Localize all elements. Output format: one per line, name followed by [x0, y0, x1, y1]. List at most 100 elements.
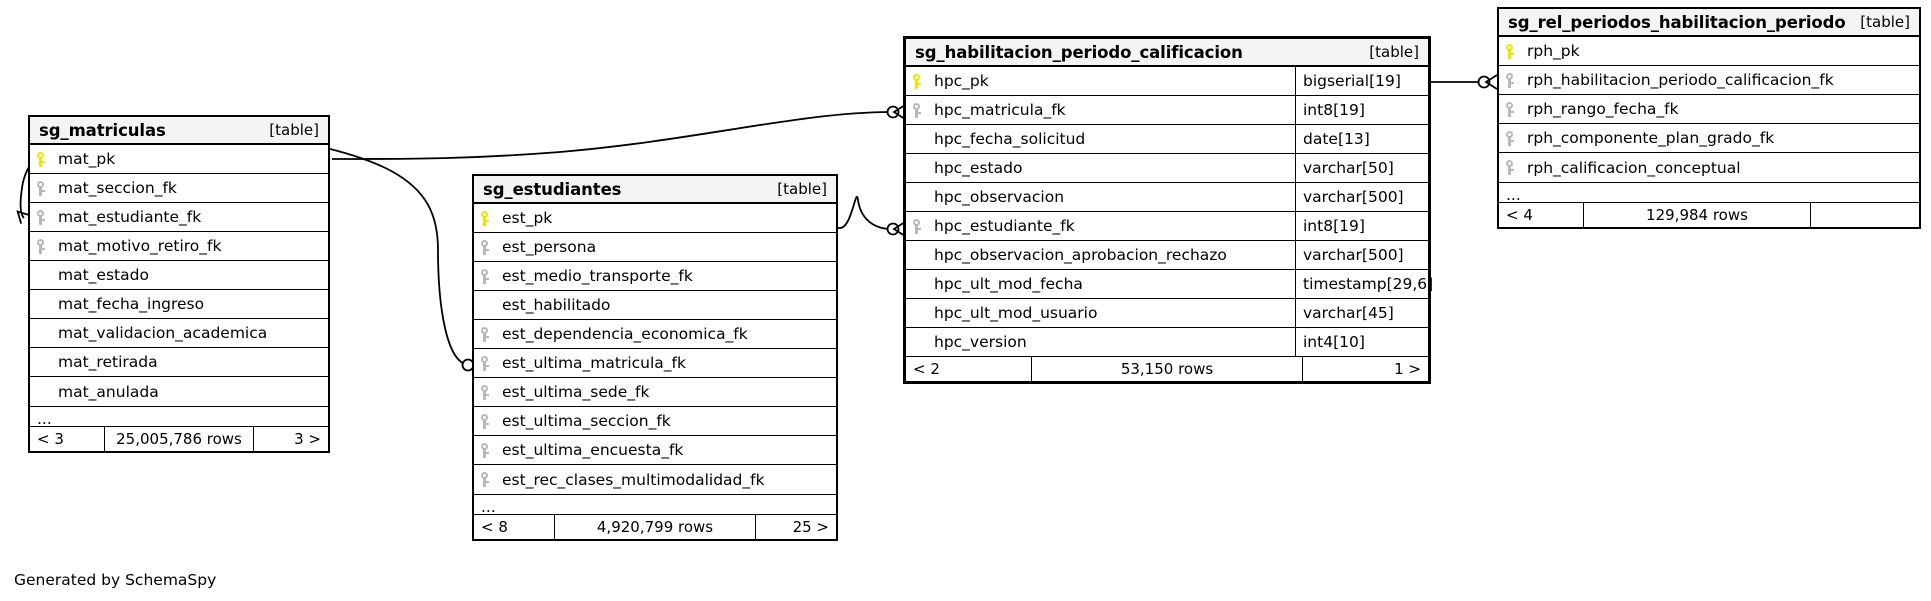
footer-children-count[interactable]: 25 >	[792, 518, 829, 536]
column-name: hpc_version	[934, 333, 1027, 351]
table-sg_matriculas[interactable]: sg_matriculas [table] mat_pk mat_seccion…	[28, 115, 330, 453]
table-sg_estudiantes[interactable]: sg_estudiantes [table] est_pk est_person…	[472, 174, 838, 541]
column-name: hpc_observacion_aprobacion_rechazo	[934, 246, 1227, 264]
no-key-spacer	[30, 319, 50, 347]
table-tag: [table]	[1369, 43, 1419, 61]
edge-habilitacion-matricula-to-matriculas	[332, 104, 906, 160]
table-row[interactable]: hpc_matricula_fk int8[19]	[906, 96, 1428, 125]
table-tag: [table]	[777, 180, 827, 198]
table-row[interactable]: hpc_estudiante_fk int8[19]	[906, 212, 1428, 241]
column-name: rph_rango_fecha_fk	[1527, 100, 1679, 118]
foreign-key-icon	[30, 174, 50, 202]
table-title-sg_rel_periodos_habilitacion_periodo: sg_rel_periodos_habilitacion_periodo [ta…	[1499, 9, 1919, 37]
footer-parents-count[interactable]: < 4	[1506, 206, 1533, 224]
table-row[interactable]: est_ultima_seccion_fk	[474, 407, 836, 436]
foreign-key-icon	[474, 320, 494, 348]
column-name: hpc_estudiante_fk	[934, 217, 1075, 235]
table-tag: [table]	[269, 121, 319, 139]
table-row[interactable]: rph_pk	[1499, 37, 1919, 66]
table-row[interactable]: rph_rango_fecha_fk	[1499, 95, 1919, 124]
table-row[interactable]: mat_pk	[30, 145, 328, 174]
no-key-spacer	[474, 291, 494, 319]
table-row[interactable]: hpc_version int4[10]	[906, 328, 1428, 357]
table-row[interactable]: hpc_ult_mod_fecha timestamp[29,6]	[906, 270, 1433, 299]
foreign-key-icon	[906, 212, 926, 240]
table-row[interactable]: mat_estudiante_fk	[30, 203, 328, 232]
table-row[interactable]: hpc_observacion varchar[500]	[906, 183, 1428, 212]
column-type: varchar[500]	[1295, 183, 1428, 211]
column-name: rph_componente_plan_grado_fk	[1527, 129, 1775, 147]
foreign-key-icon	[30, 203, 50, 231]
column-name: est_ultima_matricula_fk	[502, 354, 686, 372]
footer-children-count[interactable]: 3 >	[294, 430, 321, 448]
foreign-key-icon	[474, 233, 494, 261]
foreign-key-icon	[474, 349, 494, 377]
no-key-spacer	[30, 348, 50, 376]
more-columns-indicator: ...	[30, 406, 328, 427]
table-row[interactable]: mat_validacion_academica	[30, 319, 328, 348]
table-title-sg_estudiantes: sg_estudiantes [table]	[474, 176, 836, 204]
foreign-key-icon	[30, 232, 50, 260]
table-title-sg_matriculas: sg_matriculas [table]	[30, 117, 328, 145]
table-title-sg_habilitacion_periodo_calificacion: sg_habilitacion_periodo_calificacion [ta…	[906, 39, 1428, 67]
table-footer: < 2 53,150 rows 1 >	[906, 357, 1428, 381]
table-row[interactable]: rph_habilitacion_periodo_calificacion_fk	[1499, 66, 1919, 95]
table-row[interactable]: est_rec_clases_multimodalidad_fk	[474, 465, 836, 494]
column-name: mat_motivo_retiro_fk	[58, 237, 222, 255]
no-key-spacer	[906, 125, 926, 153]
column-type: varchar[45]	[1295, 299, 1428, 327]
table-row[interactable]: est_habilitado	[474, 291, 836, 320]
column-name: hpc_ult_mod_usuario	[934, 304, 1098, 322]
table-footer: < 8 4,920,799 rows 25 >	[474, 515, 836, 539]
footer-row-count: 129,984 rows	[1583, 203, 1811, 227]
table-row[interactable]: mat_fecha_ingreso	[30, 290, 328, 319]
column-name: hpc_observacion	[934, 188, 1065, 206]
column-name: est_dependencia_economica_fk	[502, 325, 748, 343]
column-name: mat_validacion_academica	[58, 324, 268, 342]
table-row[interactable]: mat_anulada	[30, 377, 328, 406]
foreign-key-icon	[1499, 95, 1519, 123]
table-row[interactable]: est_ultima_sede_fk	[474, 378, 836, 407]
table-row[interactable]: mat_seccion_fk	[30, 174, 328, 203]
table-row[interactable]: est_ultima_encuesta_fk	[474, 436, 836, 465]
footer-children-count[interactable]: 1 >	[1394, 360, 1421, 378]
footer-parents-count[interactable]: < 8	[481, 518, 508, 536]
table-row[interactable]: hpc_ult_mod_usuario varchar[45]	[906, 299, 1428, 328]
table-row[interactable]: hpc_observacion_aprobacion_rechazo varch…	[906, 241, 1428, 270]
table-row[interactable]: hpc_fecha_solicitud date[13]	[906, 125, 1428, 154]
column-name: hpc_fecha_solicitud	[934, 130, 1086, 148]
table-row[interactable]: est_pk	[474, 204, 836, 233]
more-columns-indicator: ...	[474, 494, 836, 515]
column-name: mat_seccion_fk	[58, 179, 177, 197]
table-row[interactable]: rph_calificacion_conceptual	[1499, 153, 1919, 182]
table-sg_rel_periodos_habilitacion_periodo[interactable]: sg_rel_periodos_habilitacion_periodo [ta…	[1497, 7, 1921, 229]
table-row[interactable]: est_persona	[474, 233, 836, 262]
primary-key-icon	[474, 204, 494, 232]
column-type: varchar[50]	[1295, 154, 1428, 182]
edge-relperiodos-to-habilitacion	[1431, 74, 1498, 90]
footer-children-count[interactable]	[1811, 203, 1919, 227]
table-sg_habilitacion_periodo_calificacion[interactable]: sg_habilitacion_periodo_calificacion [ta…	[903, 36, 1433, 384]
table-row[interactable]: est_dependencia_economica_fk	[474, 320, 836, 349]
table-row[interactable]: est_ultima_matricula_fk	[474, 349, 836, 378]
table-row[interactable]: hpc_estado varchar[50]	[906, 154, 1428, 183]
table-row[interactable]: est_medio_transporte_fk	[474, 262, 836, 291]
footer-row-count: 4,920,799 rows	[554, 515, 756, 539]
footer-parents-count[interactable]: < 3	[37, 430, 64, 448]
table-row[interactable]: hpc_pk bigserial[19]	[906, 67, 1428, 96]
primary-key-icon	[30, 145, 50, 173]
table-footer: < 4 129,984 rows	[1499, 203, 1919, 227]
footer-parents-count[interactable]: < 2	[913, 360, 940, 378]
table-row[interactable]: mat_retirada	[30, 348, 328, 377]
column-type: varchar[500]	[1295, 241, 1428, 269]
foreign-key-icon	[906, 96, 926, 124]
table-row[interactable]: mat_motivo_retiro_fk	[30, 232, 328, 261]
table-row[interactable]: rph_componente_plan_grado_fk	[1499, 124, 1919, 153]
table-row[interactable]: mat_estado	[30, 261, 328, 290]
column-type: bigserial[19]	[1295, 67, 1428, 95]
column-type: int8[19]	[1295, 212, 1428, 240]
table-name: sg_habilitacion_periodo_calificacion	[915, 42, 1243, 62]
column-name: hpc_pk	[934, 72, 989, 90]
column-name: est_rec_clases_multimodalidad_fk	[502, 470, 765, 489]
no-key-spacer	[30, 290, 50, 318]
